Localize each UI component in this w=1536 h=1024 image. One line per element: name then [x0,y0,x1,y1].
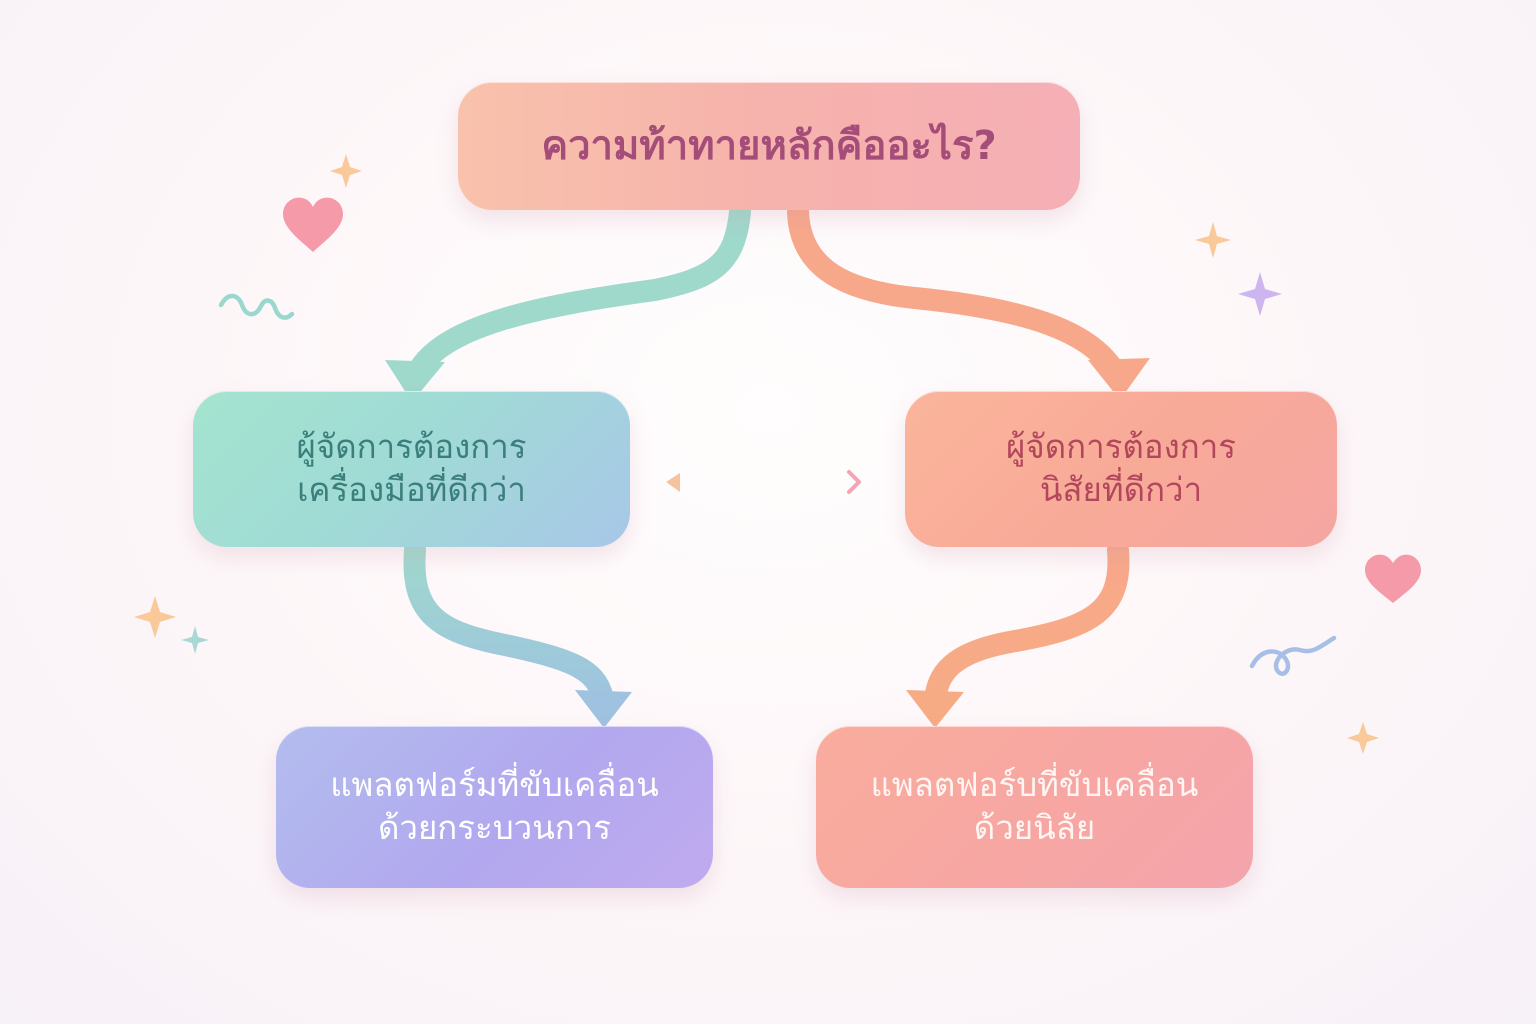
sparkle-icon [330,154,362,188]
root-question-label: ความท้าทายหลักคืออะไร? [541,123,997,169]
arrowhead-right-to-leaf [906,690,964,728]
sparkle-icon [1238,272,1282,316]
right-leaf-line1: แพลตฟอร์บที่ขับเคลื่อน [870,765,1199,805]
arrow-left-to-leaf [403,539,615,716]
right-leaf-line2: ด้วยนิลัย [973,808,1096,847]
root-question-node: ความท้าทายหลักคืออะไร? [458,82,1080,210]
arrowhead-root-to-right [1088,358,1150,400]
sparkle-icon [181,626,209,654]
left-branch-line2: เครื่องมือที่ดีกว่า [297,470,526,509]
sparkle-icon [1347,722,1379,754]
arrowhead-root-to-left [385,360,445,402]
left-branch-line1: ผู้จัดการต้องการ [296,427,527,467]
sparkle-icon [1195,222,1231,258]
left-leaf-line1: แพลตฟอร์มที่ขับเคลื่อน [330,765,659,805]
chevron-right-icon [847,470,861,494]
arrowhead-left-to-leaf [575,690,632,728]
right-branch-node: ผู้จัดการต้องการ นิสัยที่ดีกว่า [905,391,1337,547]
arrow-right-to-leaf [924,539,1130,716]
squiggle-icon [1249,635,1337,676]
chevron-left-icon [666,473,680,492]
right-branch-line1: ผู้จัดการต้องการ [1006,427,1236,467]
squiggle-icon [218,293,295,320]
left-leaf-node: แพลตฟอร์มที่ขับเคลื่อน ด้วยกระบวนการ [276,726,713,888]
right-leaf-node: แพลตฟอร์บที่ขับเคลื่อน ด้วยนิลัย [816,726,1253,888]
sparkle-icon [134,596,176,638]
arrow-root-to-left [404,201,751,389]
heart-icon [283,197,343,252]
arrow-root-to-right [787,201,1129,389]
right-branch-line2: นิสัยที่ดีกว่า [1039,470,1203,509]
heart-icon [1365,554,1421,603]
left-branch-node: ผู้จัดการต้องการ เครื่องมือที่ดีกว่า [193,391,630,547]
left-leaf-line2: ด้วยกระบวนการ [378,808,611,847]
